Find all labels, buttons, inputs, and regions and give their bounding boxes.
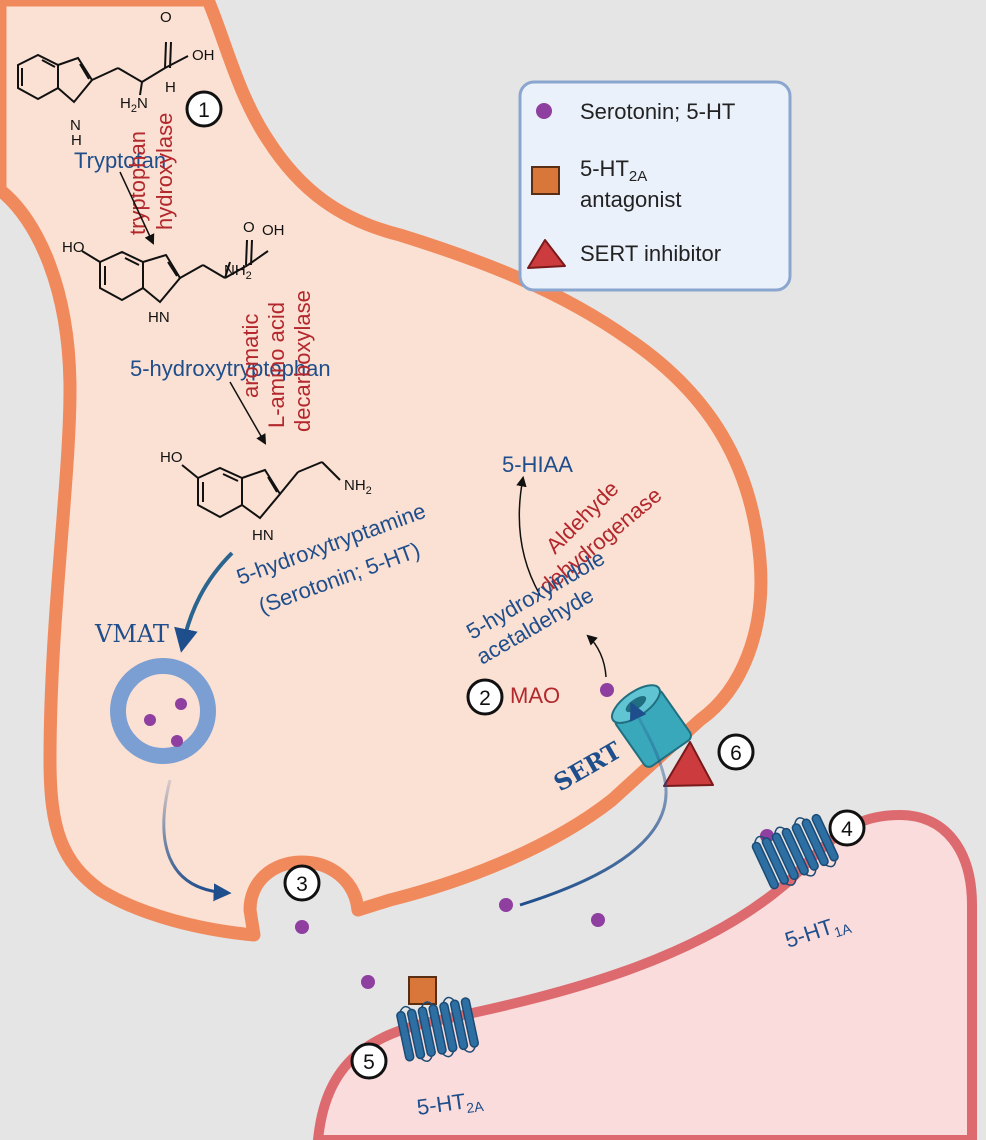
serotonin-nh2-label: NH2: [344, 477, 372, 497]
svg-text:2: 2: [479, 687, 491, 710]
arrow-step4: [586, 634, 607, 678]
serotonin-dot: [591, 913, 605, 927]
vesicle-serotonin-dot: [171, 735, 183, 747]
tryptofan-label: Tryptofan: [74, 148, 166, 173]
legend-antagonist-label: 5-HT2A: [580, 156, 647, 185]
step-marker-2: 2: [466, 678, 504, 716]
vesicle-serotonin-dot: [144, 714, 156, 726]
serotonin-hn-label: HN: [252, 527, 274, 544]
enzyme-tryptophan-hydroxylase-1: tryptophan: [125, 131, 150, 235]
step-marker-6: 6: [717, 733, 755, 771]
serotonin-ho-label: HO: [160, 449, 183, 466]
sert-inhibitor-triangle: [663, 741, 714, 787]
legend-serotonin-label: Serotonin; 5-HT: [580, 99, 735, 124]
step-marker-4: 4: [828, 809, 866, 847]
receptor-5ht2a: [396, 996, 479, 1062]
tryptophan-nh2-label: H2N: [120, 95, 148, 115]
arrow-step2: [229, 381, 267, 445]
legend-sert-inhibitor-triangle: [527, 239, 566, 269]
legend-serotonin-dot: [536, 103, 552, 119]
tryptophan-oh-label: OH: [192, 47, 215, 64]
antagonist-square: [408, 976, 437, 1005]
step-marker-3: 3: [283, 864, 321, 902]
hydroxytryptophan-oh-label: OH: [262, 222, 285, 239]
svg-text:1: 1: [198, 99, 210, 122]
vmat-label: VMAT: [94, 620, 169, 648]
svg-text:6: 6: [730, 742, 742, 765]
reuptake-arrow: [519, 701, 668, 907]
hydroxytryptophan-ho-label: HO: [62, 239, 85, 256]
enzyme-decarboxylase-1: aromatic: [238, 314, 263, 398]
serotonin-structure: [181, 461, 341, 520]
receptor-5ht1a: [751, 813, 839, 890]
legend-antagonist-square: [531, 166, 560, 195]
enzyme-decarboxylase-3: decarboxylase: [290, 290, 315, 432]
legend-antagonist-label-line2: antagonist: [580, 187, 682, 212]
svg-text:4: 4: [841, 818, 853, 841]
step-marker-1: 1: [185, 90, 223, 128]
hydroxytryptophan-nh2-label: NH2: [224, 262, 252, 282]
hiaa-label: 5-HIAA: [502, 452, 573, 477]
postsynaptic-neuron: [312, 809, 977, 1140]
step-marker-5: 5: [350, 1042, 388, 1080]
hydroxytryptophan-structure: [81, 239, 269, 304]
tryptophan-h-label: H: [165, 79, 176, 96]
hydroxytryptophan-o-label: O: [243, 219, 255, 236]
arrow-step1: [119, 171, 155, 245]
hydroxytryptophan-label: 5-hydroxytryptophan: [130, 356, 331, 381]
legend-sert-inhibitor-label: SERT inhibitor: [580, 241, 721, 266]
arrow-step3: [516, 475, 541, 596]
serotonin-dot: [295, 920, 309, 934]
serotonin-dot: [361, 975, 375, 989]
tryptophan-structure: [17, 41, 189, 104]
vesicle-serotonin-dot: [175, 698, 187, 710]
svg-text:3: 3: [296, 873, 308, 896]
vmat-arrow: [174, 551, 234, 653]
tryptophan-o-label: O: [160, 9, 172, 26]
enzyme-decarboxylase-2: L-amino acid: [264, 302, 289, 428]
legend: Serotonin; 5-HT 5-HT2A antagonist SERT i…: [518, 80, 792, 292]
mao-label: MAO: [510, 683, 560, 708]
tryptophan-h-sub: H: [71, 132, 82, 149]
exocytosis-arrow: [162, 779, 232, 902]
serotonin-dot: [600, 683, 614, 697]
tryptophan-nh-label: N: [70, 117, 81, 134]
svg-text:5: 5: [363, 1051, 375, 1074]
serotonin-dot: [499, 898, 513, 912]
hydroxytryptophan-hn-label: HN: [148, 309, 170, 326]
enzyme-tryptophan-hydroxylase-2: hydroxylase: [152, 113, 177, 230]
synaptic-vesicle: [110, 658, 216, 764]
